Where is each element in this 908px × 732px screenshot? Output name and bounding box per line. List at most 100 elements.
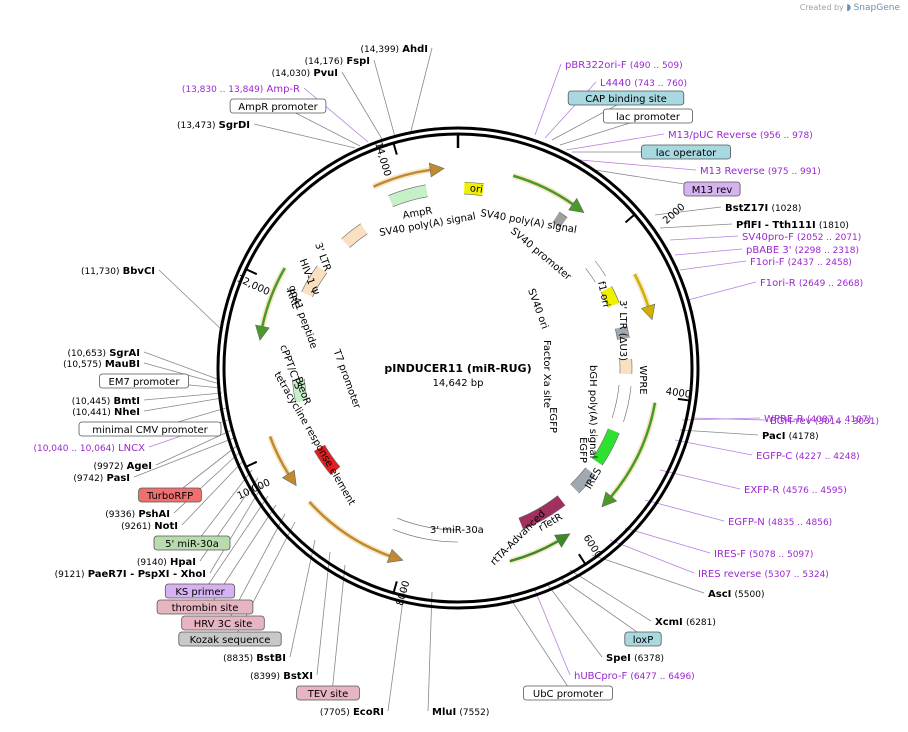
- name: MluI: [432, 707, 456, 718]
- site-label-maubi[interactable]: (10,575) MauBI: [63, 359, 140, 370]
- primer-label-egfp-n[interactable]: EGFP-N (4835 .. 4856): [728, 517, 832, 528]
- primer-label-pbr322ori-f[interactable]: pBR322ori-F (490 .. 509): [565, 60, 683, 71]
- site-label-paer7i-pspxi-xhoi[interactable]: (9121) PaeR7I - PspXI - XhoI: [55, 569, 206, 580]
- site-label-spei[interactable]: SpeI (6378): [606, 653, 664, 664]
- site-label-nhei[interactable]: (10,441) NheI: [72, 407, 140, 418]
- primer-label-pbabe-3[interactable]: pBABE 3' (2298 .. 2318): [746, 245, 859, 256]
- site-label-asci[interactable]: AscI (5500): [708, 589, 764, 600]
- feature-box-em7-promoter[interactable]: [99, 373, 189, 389]
- primer-label-f1ori-r[interactable]: F1ori-R (2649 .. 2668): [760, 278, 863, 289]
- feature-box-ampr-promoter[interactable]: [229, 98, 327, 114]
- position: (11,730): [81, 267, 120, 277]
- primer-label-m13-reverse[interactable]: M13 Reverse (975 .. 991): [700, 166, 821, 177]
- name: EcoRI: [353, 707, 384, 718]
- leader-pflfi-tth111i: [659, 223, 733, 229]
- primer-label-f1ori-f[interactable]: F1ori-F (2437 .. 2458): [750, 257, 852, 268]
- plasmid-name: pINDUCER11 (miR-RUG): [384, 362, 531, 375]
- feature-box-m13-rev[interactable]: [683, 181, 741, 197]
- leader-mlui: [427, 591, 433, 712]
- ruler-tick-label: 12,000: [235, 273, 271, 298]
- feature-box-5-mir-30a[interactable]: [153, 535, 231, 551]
- primer-label-wpre-r[interactable]: WPRE-R (4087 .. 4107): [764, 414, 871, 425]
- position: (13,830 .. 13,849): [182, 85, 263, 95]
- feature-box-loxp[interactable]: [624, 631, 662, 647]
- feature-box-ks-primer[interactable]: [164, 583, 236, 599]
- leader-ks-primer: [203, 495, 269, 592]
- feature-box-minimal-cmv-promoter[interactable]: [78, 421, 222, 437]
- position: (9972): [93, 462, 123, 472]
- leader-fspi: [373, 59, 396, 138]
- sv40-polya-feature: [552, 212, 568, 228]
- site-label-noti[interactable]: (9261) NotI: [121, 521, 178, 532]
- primer-label-m13-puc-reverse[interactable]: M13/pUC Reverse (956 .. 978): [668, 130, 813, 141]
- site-label-bstz17i[interactable]: BstZ17I (1028): [725, 203, 801, 214]
- site-label-pshai[interactable]: (9336) PshAI: [105, 509, 170, 520]
- site-label-pflfi-tth111i[interactable]: PflFI - Tth111I (1810): [736, 220, 849, 231]
- feature-box-label-ks-primer: KS primer: [175, 587, 225, 598]
- ubc-direction-arrow-halo: [307, 499, 391, 559]
- primer-label-bgh-rev[interactable]: BGH-rev (3014 .. 3031): [770, 416, 879, 427]
- rtetr-feature-edge: [523, 504, 566, 530]
- site-label-ecori[interactable]: (7705) EcoRI: [320, 707, 384, 718]
- primer-label-l4440[interactable]: L4440 (743 .. 760): [600, 78, 687, 89]
- trs-direction-arrow: [268, 435, 290, 475]
- feature-box-lac-promoter[interactable]: [603, 108, 694, 124]
- primer-label-ires-reverse[interactable]: IRES reverse (5307 .. 5324): [698, 569, 829, 580]
- leader-xcmi: [569, 569, 652, 622]
- site-label-pasi[interactable]: (9742) PasI: [73, 473, 130, 484]
- site-label-ahdi[interactable]: (14,399) AhdI: [361, 44, 428, 55]
- plasmid-backbone: [216, 126, 700, 610]
- primer-label-amp-r[interactable]: (13,830 .. 13,849) Amp-R: [182, 84, 300, 95]
- name: NheI: [114, 407, 140, 418]
- bgh-feature: [615, 325, 630, 340]
- name: LNCX: [118, 443, 145, 454]
- feature-box-turborfp[interactable]: [138, 487, 202, 503]
- site-label-sgrai[interactable]: (10,653) SgrAI: [68, 348, 140, 359]
- feature-box-hrv-3c-site[interactable]: [181, 615, 265, 631]
- name: M13 Reverse: [700, 166, 765, 177]
- site-label-hpai[interactable]: (9140) HpaI: [137, 557, 196, 568]
- ruler-tick: [578, 553, 587, 565]
- name: pBR322ori-F: [565, 60, 627, 71]
- feature-box-lac-operator[interactable]: [641, 144, 732, 160]
- plasmid-size: 14,642 bp: [433, 378, 484, 389]
- name: IRES-F: [714, 549, 746, 560]
- ampr-direction-arrow: [372, 168, 431, 188]
- site-label-fspi[interactable]: (14,176) FspI: [305, 56, 370, 67]
- site-label-mlui[interactable]: MluI (7552): [432, 707, 489, 718]
- site-label-pvui[interactable]: (14,030) PvuI: [272, 68, 338, 79]
- primer-label-egfp-c[interactable]: EGFP-C (4227 .. 4248): [756, 451, 860, 462]
- primer-label-ires-f[interactable]: IRES-F (5078 .. 5097): [714, 549, 813, 560]
- site-label-sgrdi[interactable]: (13,473) SgrDI: [177, 120, 250, 131]
- site-label-bbvci[interactable]: (11,730) BbvCI: [81, 266, 155, 277]
- feature-box-cap-binding-site[interactable]: [567, 90, 685, 106]
- feature-box-tev-site[interactable]: [296, 685, 360, 701]
- position: (5078 .. 5097): [749, 550, 813, 560]
- rre-feature: [301, 265, 327, 298]
- feature-box-label-ubc-promoter: UbC promoter: [533, 689, 604, 700]
- name: IRES reverse: [698, 569, 761, 580]
- site-label-bmti[interactable]: (10,445) BmtI: [72, 396, 140, 407]
- bgh-feature-edge: [626, 325, 630, 338]
- feature-box-thrombin-site[interactable]: [156, 599, 254, 615]
- primer-label-lncx[interactable]: (10,040 .. 10,064) LNCX: [33, 443, 145, 454]
- site-label-bstxi[interactable]: (8399) BstXI: [250, 671, 313, 682]
- f1-ori-feature-edge: [585, 268, 596, 283]
- primer-label-sv40pro-f[interactable]: SV40pro-F (2052 .. 2071): [742, 232, 861, 243]
- site-label-bstbi[interactable]: (8835) BstBI: [223, 653, 286, 664]
- site-label-xcmi[interactable]: XcmI (6281): [655, 617, 716, 628]
- snapgene-logo-icon: ◗: [846, 3, 852, 13]
- primer-label-exfp-r[interactable]: EXFP-R (4576 .. 4595): [744, 485, 847, 496]
- ubc-direction-arrow-head: [386, 548, 404, 563]
- feature-box-ubc-promoter[interactable]: [523, 685, 614, 701]
- primer-label-hubcpro-f[interactable]: hUBCpro-F (6477 .. 6496): [574, 671, 695, 682]
- leader-egfp-n: [644, 499, 725, 522]
- mir30a-feature: [392, 518, 459, 542]
- ires-feature-edge: [570, 467, 586, 485]
- site-label-paci[interactable]: PacI (4178): [762, 431, 819, 442]
- position: (7552): [459, 708, 489, 718]
- feature-box-kozak-sequence[interactable]: [178, 631, 282, 647]
- site-label-agei[interactable]: (9972) AgeI: [93, 461, 152, 472]
- leader-5-mir-30a: [195, 469, 253, 544]
- name: AgeI: [127, 461, 152, 472]
